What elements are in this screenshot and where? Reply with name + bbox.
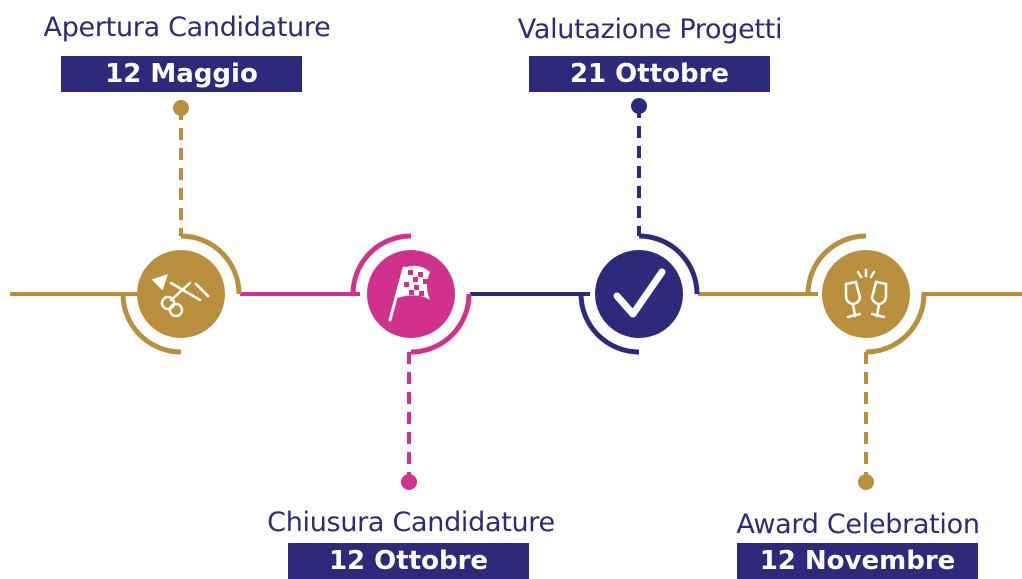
milestone-1 xyxy=(120,100,242,355)
milestone-4-node xyxy=(822,250,910,338)
milestone-4-date: 12 Novembre xyxy=(737,543,978,579)
milestone-3 xyxy=(578,98,700,355)
milestone-4-title: Award Celebration xyxy=(736,509,980,540)
milestone-4 xyxy=(805,233,927,490)
milestone-1-dot xyxy=(173,100,189,116)
milestone-2-dot xyxy=(401,474,417,490)
checkmark-icon xyxy=(613,268,666,318)
milestone-2-date: 12 Ottobre xyxy=(288,543,529,579)
milestone-3-title: Valutazione Progetti xyxy=(517,14,783,45)
milestone-3-dot xyxy=(631,98,647,114)
scissors-ribbon-icon xyxy=(151,274,210,318)
milestone-3-arc-bottom xyxy=(578,293,640,355)
milestone-1-arc-bottom xyxy=(120,293,182,355)
milestone-4-arc-top xyxy=(805,233,867,295)
milestone-3-date: 21 Ottobre xyxy=(529,56,770,92)
milestone-4-arc-bottom xyxy=(865,293,927,355)
milestone-2-arc-top xyxy=(350,233,412,295)
milestone-3-node xyxy=(595,250,683,338)
milestone-3-arc-top xyxy=(638,233,700,295)
milestone-2 xyxy=(350,233,472,490)
milestone-1-node xyxy=(137,250,225,338)
milestone-1-date: 12 Maggio xyxy=(61,56,302,92)
checkered-flag-icon xyxy=(388,265,430,322)
champagne-toast-icon xyxy=(844,268,888,319)
milestone-2-title: Chiusura Candidature xyxy=(267,507,555,538)
milestone-4-dot xyxy=(858,474,874,490)
milestone-2-arc-bottom xyxy=(410,293,472,355)
milestone-1-arc-top xyxy=(180,233,242,295)
milestone-1-title: Apertura Candidature xyxy=(43,12,331,43)
